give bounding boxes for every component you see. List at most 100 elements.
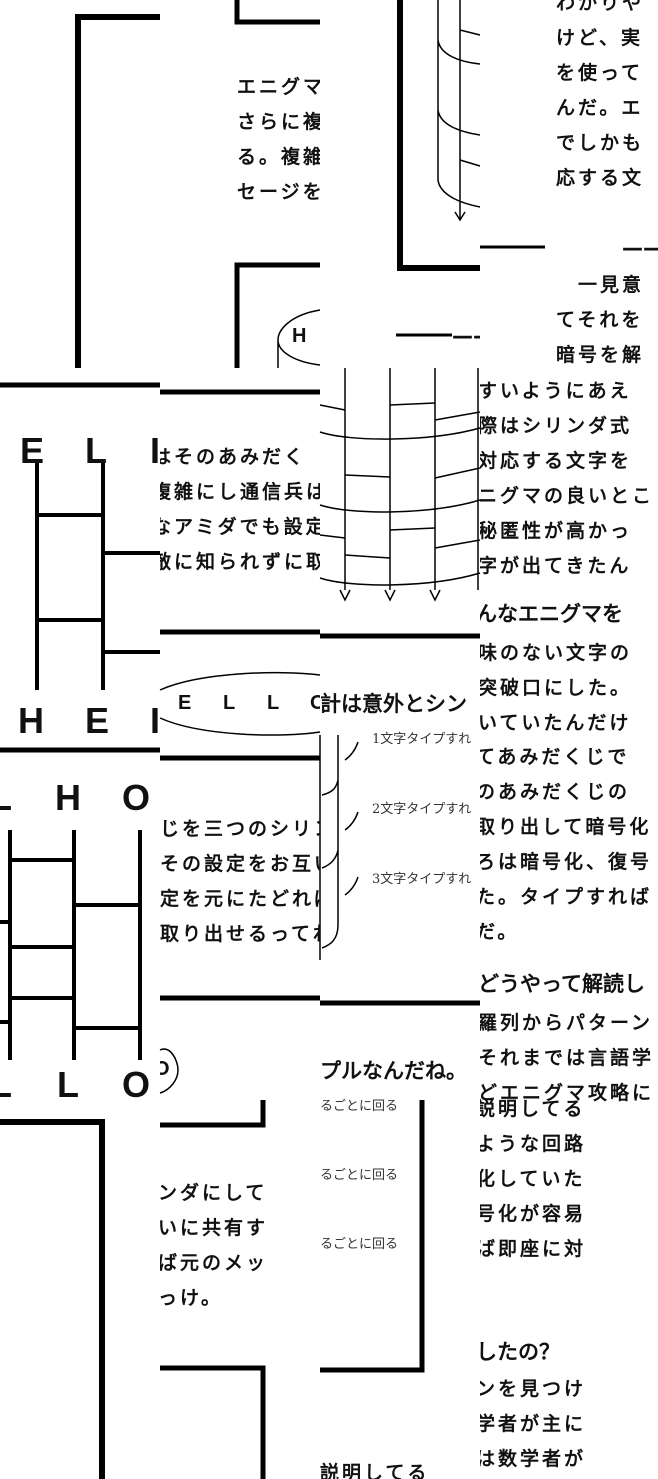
section-heading: ——設 — [396, 320, 480, 350]
amida-ladder-1 — [35, 462, 160, 690]
text-line: る。複雑 — [237, 146, 320, 168]
cylinder-letter: O — [160, 1058, 170, 1080]
text-block: 説明してる — [320, 1462, 430, 1479]
text-line: 号化が容易 — [480, 1203, 587, 1225]
cylinder-letter: L — [267, 692, 280, 714]
text-line: 化していた — [480, 1168, 586, 1190]
text-line: 取り出せるってわ — [160, 923, 320, 945]
ladder-letter: L — [0, 777, 12, 818]
divider — [0, 382, 160, 753]
text-line: 説明してる — [480, 1098, 586, 1120]
ladder-letter: E — [85, 700, 110, 741]
text-line: はそのあみだく — [160, 446, 307, 468]
text-block: はそのあみだく複雑にし通信兵はなアミダでも設定敵に知られずに取 — [160, 440, 320, 580]
frame — [234, 0, 320, 25]
ladder-letter: I — [150, 430, 160, 471]
text-line: いに共有す — [160, 1217, 269, 1239]
text-line: 暗号を解 — [556, 344, 645, 366]
text-line: 定を元にたどれば — [160, 888, 320, 910]
bracket-diagram — [319, 735, 359, 960]
text-block: じを三つのシリンその設定をお互い定を元にたどれば取り出せるってわ — [160, 812, 320, 952]
text-line: その設定をお互い — [160, 853, 320, 875]
ladder-letter: O — [122, 777, 151, 818]
cylinder-top — [277, 309, 321, 368]
text-line: を使って — [556, 62, 644, 84]
text-line: エニグマ — [237, 76, 320, 98]
divider — [160, 389, 320, 1001]
text-line: 字が出てきたん — [480, 555, 632, 577]
text-line: さらに複 — [237, 111, 320, 133]
text-line: ンを見つけ — [480, 1378, 587, 1400]
ladder-letter: H — [55, 777, 81, 818]
text-line: ろは暗号化、復号 — [480, 851, 653, 873]
heading-text: ——そ — [622, 236, 658, 260]
section-heading: んなエニグマを — [480, 602, 623, 626]
cylinder-amida-diagram — [319, 368, 481, 602]
section-heading: ——そ — [556, 232, 658, 262]
column-2: エニグマさらに複る。複雑セージを H はそのあみだく複雑にし通信兵はなアミダでも… — [160, 0, 320, 1479]
cylinder-letter: L — [223, 692, 236, 714]
text-line: いていたんだけ — [480, 712, 632, 734]
cylinder-mid — [159, 671, 321, 736]
ladder-letter: H — [18, 700, 44, 741]
ladder-letter: O — [122, 1064, 151, 1105]
text-block: わかりやけど、実を使ってんだ。エでしかも応する文 — [556, 0, 644, 196]
text-line: セージを — [237, 181, 320, 203]
text-line: るごとに回る — [320, 1099, 399, 1114]
amida-panel-1: E L I H E I — [0, 385, 160, 750]
section-heading: 計は意外とシン — [320, 692, 467, 716]
text-line: だ。 — [480, 921, 520, 943]
text-line: てあみだくじで — [480, 746, 630, 768]
text-block: ンを見つけ学者が主には数学者が — [480, 1372, 586, 1477]
text-line: 2文字タイプすれ — [372, 802, 472, 817]
text-block: すいようにあえ際はシリンダ式対応する文字をニグマの良いとこ秘匿性が高かっ字が出て… — [480, 374, 654, 584]
section-heading: どうやって解読し — [480, 972, 645, 996]
text-line: 取り出して暗号化 — [480, 816, 652, 838]
text-line: それまでは言語学 — [480, 1047, 655, 1069]
text-line: るごとに回る — [320, 1168, 399, 1183]
text-block: てあみだくじでのあみだくじの取り出して暗号化ろは暗号化、復号た。タイプすればだ。 — [480, 740, 652, 950]
text-line: 一見意 — [556, 274, 645, 296]
amida-panel-2: L H O L L O — [0, 752, 160, 1110]
text-line: のあみだくじの — [480, 781, 631, 803]
text-line: っけ。 — [160, 1287, 224, 1309]
caption-list: るごとに回るるごとに回るるごとに回る — [320, 1095, 398, 1302]
text-line: じを三つのシリン — [160, 818, 320, 840]
frame — [234, 262, 320, 368]
text-line: でしかも — [556, 132, 645, 154]
text-block: 味のない文字の突破口にした。いていたんだけ — [480, 636, 632, 741]
ladder-letter: L — [85, 430, 107, 471]
cylinder-letter: E — [178, 692, 192, 714]
text-line: どエニグマ攻略に — [480, 1082, 655, 1104]
text-line: てそれを — [556, 309, 644, 331]
text-line: 学者が主に — [480, 1413, 587, 1435]
text-line: ンダにして — [160, 1182, 268, 1204]
text-line: 応する文 — [556, 167, 645, 189]
text-line: ば元のメッ — [160, 1252, 269, 1274]
heading-text: ——設 — [452, 324, 480, 348]
text-line: 3文字タイプすれ — [372, 872, 472, 887]
amida-ladder-2 — [0, 830, 142, 1060]
text-line: ニグマの良いとこ — [480, 485, 655, 507]
ladder-letter: L — [0, 1064, 12, 1105]
text-line: 複雑にし通信兵は — [160, 481, 320, 503]
text-line: た。タイプすれば — [480, 886, 653, 908]
section-heading: したの？ — [480, 1340, 560, 1364]
text-line: 秘匿性が高かっ — [480, 520, 633, 542]
cylinder-diagram-top — [437, 0, 481, 222]
caption-list: 1文字タイプすれ 2文字タイプすれ 3文字タイプすれ — [372, 730, 471, 940]
text-block: 羅列からパターンそれまでは言語学どエニグマ攻略に — [480, 1006, 654, 1111]
divider — [320, 633, 480, 1006]
text-line: 羅列からパターン — [480, 1012, 654, 1034]
section-heading: プルなんだね。 — [320, 1059, 467, 1083]
cylinder-letter: H — [292, 325, 307, 347]
frame-bottom-left — [0, 1119, 105, 1479]
text-line: すいようにあえ — [480, 380, 632, 402]
frame — [160, 1100, 266, 1479]
text-line: けど、実 — [556, 27, 644, 49]
text-line: わかりや — [556, 0, 645, 14]
text-line: ば即座に対 — [480, 1238, 587, 1260]
text-line: 1文字タイプすれ — [372, 732, 472, 747]
